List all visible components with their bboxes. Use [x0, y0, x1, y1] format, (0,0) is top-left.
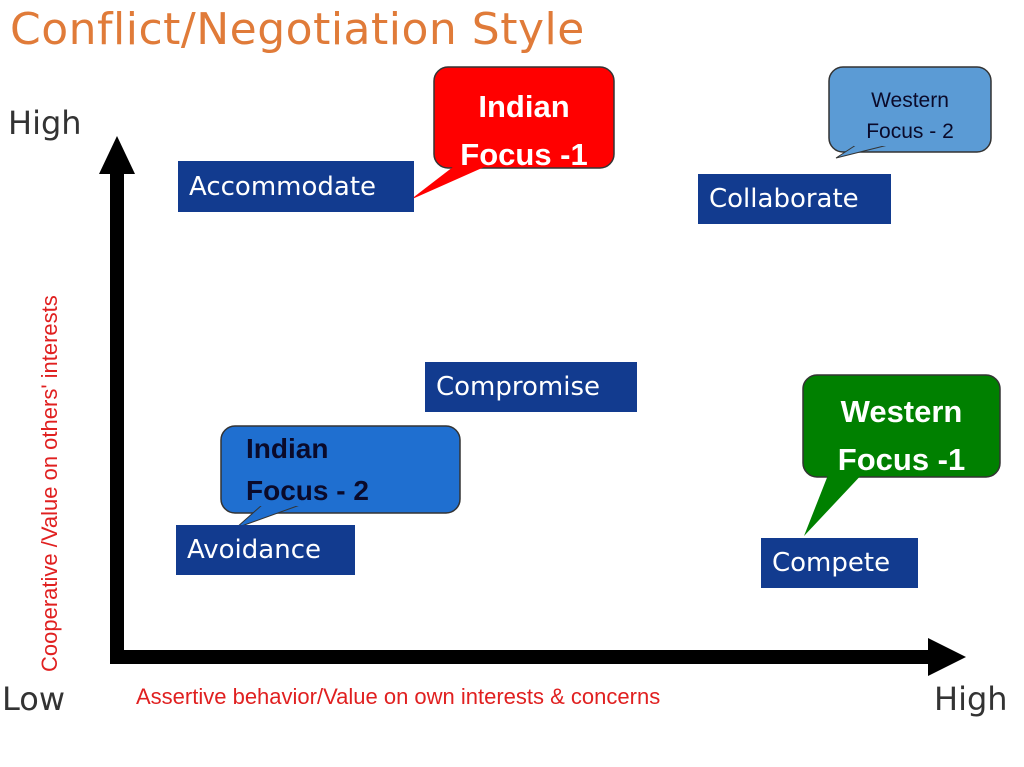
slide-title: Conflict/Negotiation Style	[10, 4, 585, 55]
y-axis-line	[110, 170, 124, 662]
callout-western-focus-1-line2: Focus -1	[837, 442, 966, 477]
accommodate-box: Accommodate	[178, 161, 414, 212]
callout-western-focus-2-shape	[828, 66, 992, 159]
callout-indian-focus-2-line2: Focus - 2	[246, 475, 369, 506]
compromise-box: Compromise	[425, 362, 637, 412]
collaborate-box: Collaborate	[698, 174, 891, 224]
callout-indian-focus-1-line2: Focus -1	[460, 137, 588, 172]
avoidance-box: Avoidance	[176, 525, 355, 575]
callout-indian-focus-1-line1: Indian	[478, 89, 570, 124]
callout-indian-focus-2-shape	[220, 425, 461, 529]
x-axis-title: Assertive behavior/Value on own interest…	[136, 684, 661, 709]
callout-western-focus-1: Western Focus -1	[803, 388, 1000, 484]
x-axis-high-label: High	[934, 680, 1008, 718]
callout-western-focus-1-shape	[802, 374, 1001, 536]
x-axis-low-label: Low	[2, 680, 66, 718]
callout-western-focus-2-line1: Western	[871, 89, 949, 112]
callout-indian-focus-2: Indian Focus - 2	[246, 428, 446, 512]
y-axis-title: Cooperative /Value on others' interests	[37, 295, 62, 672]
callout-western-focus-1-line1: Western	[840, 394, 963, 429]
y-axis-high-label: High	[8, 104, 82, 142]
callout-indian-focus-2-line1: Indian	[246, 433, 329, 464]
compete-box: Compete	[761, 538, 918, 588]
x-axis-arrowhead	[928, 638, 966, 676]
callout-western-focus-2: Western Focus - 2	[829, 85, 991, 147]
callout-western-focus-2-line2: Focus - 2	[866, 120, 954, 143]
y-axis-arrowhead	[99, 136, 135, 174]
x-axis-line	[110, 650, 932, 664]
callout-indian-focus-1: Indian Focus -1	[434, 83, 614, 179]
callout-indian-focus-1-shape	[410, 66, 615, 200]
